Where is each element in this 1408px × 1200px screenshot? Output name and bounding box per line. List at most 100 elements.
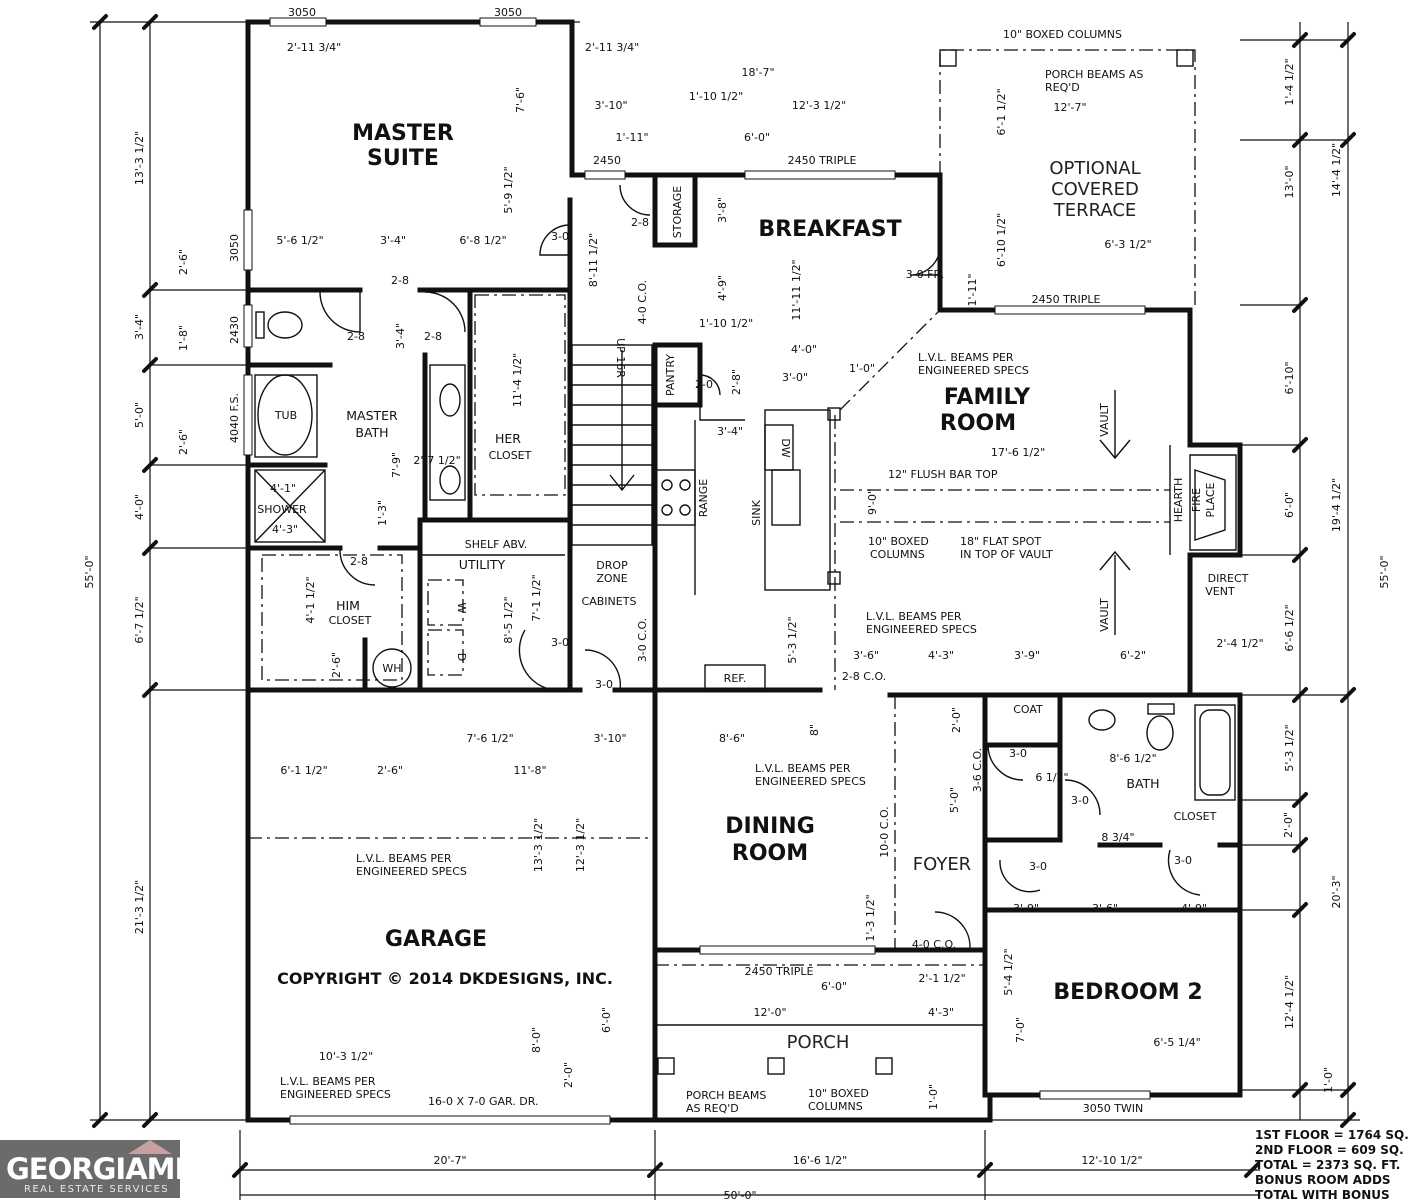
dimension-label: 6'-7 1/2"	[133, 596, 146, 643]
fixture-labels: RANGE SINK DW REF. WH W D UP 16R DROP ZO…	[382, 338, 1248, 685]
dimension-label: 6'-10"	[1283, 361, 1296, 394]
dimension-label: 2'-1 1/2"	[918, 972, 965, 985]
dimension-label: 8'-0"	[530, 1027, 543, 1053]
vault-label-bottom: VAULT	[1098, 598, 1111, 632]
door-label: 3-0	[551, 230, 569, 243]
room-dining-line1: DINING	[725, 814, 815, 839]
door-label: 3-6 C.O.	[971, 748, 984, 792]
dimension-label: 6'-8 1/2"	[459, 234, 506, 247]
overall-dimension-lines	[90, 14, 1360, 1200]
drop-zone-line2: ZONE	[596, 572, 627, 585]
dimension-label: 1'-10 1/2"	[699, 317, 753, 330]
dimension-label: 2'-0"	[562, 1062, 575, 1088]
note-porch-beams-top-line1: PORCH BEAMS AS	[1045, 68, 1143, 81]
note-lvl-family-line2: ENGINEERED SPECS	[918, 364, 1029, 377]
dimension-label: 6'-1 1/2"	[280, 764, 327, 777]
dimension-label: 6'-10 1/2"	[995, 213, 1008, 267]
dishwasher-label: DW	[779, 438, 792, 457]
note-lvl-mid-line1: L.V.L. BEAMS PER	[866, 610, 962, 623]
dimension-label: 18'-7"	[741, 66, 774, 79]
dimension-label: 8 3/4"	[1101, 831, 1134, 844]
dimension-label: 5'-3 1/2"	[786, 616, 799, 663]
dimension-label: 2'-0"	[1282, 812, 1295, 838]
note-lvl-garage-bottom-line1: L.V.L. BEAMS PER	[280, 1075, 376, 1088]
door-label: 3-0	[1174, 854, 1192, 867]
dimension-label: 6'-0"	[1283, 492, 1296, 518]
logo-wordmark: GEORGIAMLS	[6, 1152, 213, 1186]
room-bath: BATH	[1126, 776, 1159, 791]
dimension-label: 10'-3 1/2"	[319, 1050, 373, 1063]
dimension-label: 4'-0"	[133, 494, 146, 520]
total-line: BONUS ROOM ADDS	[1255, 1173, 1391, 1187]
note-lvl-family-line1: L.V.L. BEAMS PER	[918, 351, 1014, 364]
dimension-label: 3'-8"	[716, 197, 729, 223]
door-labels: 3-0 2-8 2-8 2-8 2-8 3-0 3-0 3-0 FR. 2-0 …	[347, 216, 1192, 951]
dimension-label: 50'-0"	[723, 1189, 756, 1200]
dimension-label: 11'-4 1/2"	[511, 353, 524, 407]
room-porch: PORCH	[787, 1032, 850, 1053]
door-swings	[319, 184, 1201, 949]
room-garage: GARAGE	[385, 927, 487, 952]
kitchen-fixtures	[654, 405, 831, 691]
door-label: 10-0 C.O.	[878, 806, 891, 857]
door-label: 3-0 C.O.	[636, 618, 649, 662]
dimension-label: 19'-4 1/2"	[1330, 478, 1343, 532]
dimension-label: 7'-1 1/2"	[530, 574, 543, 621]
dimension-label: 9'-0"	[866, 489, 879, 515]
dimension-label: 3'-10"	[594, 99, 627, 112]
total-line: 1ST FLOOR = 1764 SQ. FT.	[1255, 1128, 1408, 1142]
terrace-and-porch-outline	[248, 49, 1196, 1075]
room-master-suite-line2: SUITE	[367, 146, 439, 171]
dimension-label: 12'-4 1/2"	[1283, 975, 1296, 1029]
window-label: 3050	[228, 234, 241, 262]
dimension-label: 4'-9"	[716, 275, 729, 301]
dimension-label: 2'-11 3/4"	[585, 41, 639, 54]
dimension-label: 5'-3 1/2"	[1283, 724, 1296, 771]
dimension-label: 2'-11 3/4"	[287, 41, 341, 54]
room-terrace-line1: OPTIONAL	[1049, 158, 1140, 179]
refrigerator-label: REF.	[724, 672, 747, 685]
water-heater-label: WH	[382, 662, 401, 675]
door-label: 3-0	[1009, 747, 1027, 760]
dimension-label: 2'-0"	[950, 707, 963, 733]
dimension-label: 1'-0"	[927, 1084, 940, 1110]
logo-tagline: REAL ESTATE SERVICES	[24, 1184, 170, 1195]
note-boxed-columns-top: 10" BOXED COLUMNS	[1003, 28, 1122, 41]
room-terrace-line3: TERRACE	[1053, 200, 1137, 221]
fire-label: FIRE	[1190, 488, 1203, 512]
note-lvl-garage-bottom-line2: ENGINEERED SPECS	[280, 1088, 391, 1101]
dimension-label: 3'-9"	[1013, 902, 1039, 915]
washer-label: W	[455, 603, 468, 614]
dimension-label: 11'-8"	[513, 764, 546, 777]
stair	[571, 344, 653, 546]
dimension-label: 1'-3"	[376, 500, 389, 526]
room-utility: UTILITY	[459, 557, 506, 572]
note-boxed-cols-bottom-line2: COLUMNS	[808, 1100, 863, 1113]
door-label: 2-8	[391, 274, 409, 287]
dimension-label: 4'-3"	[928, 1006, 954, 1019]
room-him-closet-line1: HIM	[336, 598, 360, 613]
note-boxed-cols-mid-line1: 10" BOXED	[868, 535, 929, 548]
dimension-label: 7'-0"	[1014, 1017, 1027, 1043]
place-label: PLACE	[1204, 482, 1217, 517]
dimension-label: 11'-11 1/2"	[790, 259, 803, 320]
dimension-label: 12'-7"	[1053, 101, 1086, 114]
room-master-bath-line2: BATH	[355, 425, 388, 440]
dimension-label: 4'-3"	[928, 649, 954, 662]
room-family-line2: ROOM	[940, 411, 1016, 436]
dimension-label: 1'-11"	[966, 273, 979, 306]
dimension-label: 1'-10 1/2"	[689, 90, 743, 103]
note-lvl-garage-line1: L.V.L. BEAMS PER	[356, 852, 452, 865]
note-flat-spot-line2: IN TOP OF VAULT	[960, 548, 1053, 561]
direct-vent-line1: DIRECT	[1208, 572, 1249, 585]
room-shower: SHOWER	[257, 503, 307, 516]
dimension-label: 1'-3 1/2"	[864, 894, 877, 941]
window-label: 3050 TWIN	[1083, 1102, 1144, 1115]
room-tub: TUB	[274, 409, 297, 422]
dimension-label: 13'-3 1/2"	[133, 131, 146, 185]
dimension-label: 8'-6"	[719, 732, 745, 745]
door-label: 2-8	[631, 216, 649, 229]
sink-label: SINK	[750, 499, 763, 525]
dimension-label: 8'-6 1/2"	[1109, 752, 1156, 765]
